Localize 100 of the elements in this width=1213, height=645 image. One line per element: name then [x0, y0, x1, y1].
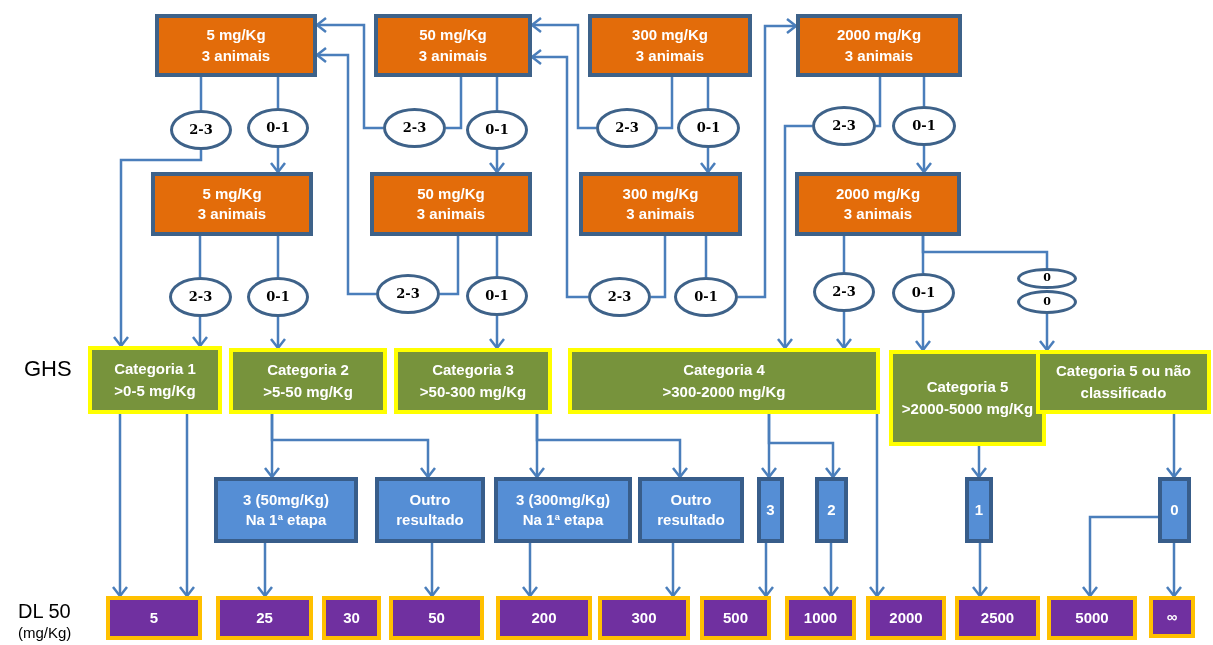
node-text: 300 mg/Kg [632, 25, 708, 46]
node-text: 2-3 [607, 288, 632, 306]
row-label: GHS [24, 356, 72, 382]
node-text: 0 [1043, 294, 1051, 310]
result-oval [892, 106, 956, 146]
dose-box [795, 172, 961, 236]
result-oval [674, 277, 738, 317]
connector-line [495, 77, 499, 110]
node-text: >50-300 mg/Kg [419, 382, 527, 402]
node-text: 3 animais [626, 204, 695, 224]
connector-line [704, 236, 708, 277]
node-text: 2-3 [188, 288, 213, 306]
category-box [568, 348, 880, 414]
outcome-box [375, 477, 485, 543]
node-text: 3 animais [843, 204, 913, 224]
node-text: 2-3 [189, 121, 213, 139]
connector-line [876, 77, 882, 128]
result-oval [169, 277, 232, 317]
connector-line [276, 236, 280, 277]
result-oval [376, 274, 440, 314]
result-oval [813, 272, 875, 312]
node-text: 0-1 [912, 117, 936, 135]
outcome-box [757, 477, 784, 543]
category-box [88, 346, 222, 414]
arrow [488, 150, 506, 174]
connector-line [922, 77, 926, 106]
dose-box [370, 172, 532, 236]
node-text: 2-3 [832, 283, 856, 301]
arrow [915, 146, 933, 174]
arrow [178, 414, 196, 598]
node-text: 300 [631, 607, 657, 628]
node-text: >2000-5000 mg/Kg [901, 399, 1034, 419]
arrow [1165, 543, 1183, 598]
node-text: Na 1ª etapa [522, 510, 604, 530]
node-text: 2000 [889, 607, 923, 628]
result-oval [892, 273, 955, 313]
result-oval [812, 106, 876, 146]
node-text: 0-1 [266, 288, 290, 306]
node-text: 0-1 [485, 121, 509, 139]
ld50-box [700, 596, 771, 640]
connector-line [706, 77, 710, 108]
node-text: Categoria 3 [432, 359, 514, 380]
node-text: 0 [1043, 271, 1051, 286]
connector-line [921, 236, 1049, 268]
node-text: >5-50 mg/Kg [263, 382, 353, 402]
node-text: 2-3 [615, 119, 639, 137]
result-oval [1017, 268, 1077, 289]
arrow [423, 543, 441, 598]
node-text: Categoria 4 [683, 359, 765, 380]
ld50-box [1149, 596, 1195, 638]
result-oval [247, 108, 309, 148]
arrow [535, 414, 689, 479]
arrow [1165, 414, 1183, 479]
outcome-box [214, 477, 358, 543]
row-label: DL 50 [18, 600, 71, 623]
node-text: Categoria 1 [114, 358, 196, 379]
category-box [229, 348, 387, 414]
dose-box [151, 172, 313, 236]
result-oval [170, 110, 232, 150]
connector-line [199, 77, 203, 110]
result-oval [247, 277, 309, 317]
connector-line [658, 77, 674, 130]
node-text: 5000 [1075, 607, 1109, 628]
node-text: 3 animais [201, 45, 271, 66]
row-label: (mg/Kg) [18, 624, 72, 641]
node-text: ∞ [1166, 606, 1178, 627]
node-text: 3 animais [416, 204, 486, 224]
arrow [914, 313, 932, 352]
node-text: 2-3 [832, 117, 856, 135]
ld50-box [496, 596, 592, 640]
category-box [394, 348, 552, 414]
dose-box [579, 172, 742, 236]
arrow [269, 148, 287, 174]
node-text: 5 [149, 607, 159, 628]
outcome-box [815, 477, 848, 543]
node-text: 50 mg/Kg [417, 183, 485, 204]
node-text: 0-1 [694, 288, 718, 306]
node-text: 0-1 [266, 119, 290, 137]
result-oval [466, 110, 528, 150]
connector-line [495, 236, 499, 276]
node-text: 3 animais [844, 45, 914, 66]
node-text: 2-3 [396, 285, 420, 303]
arrow [822, 543, 840, 598]
node-text: 300 mg/Kg [622, 183, 699, 204]
arrow [191, 317, 209, 348]
node-text: Outro resultado [656, 489, 726, 530]
connector-line [842, 236, 846, 272]
dose-box [588, 14, 752, 77]
arrow [256, 543, 274, 598]
node-text: 2500 [980, 607, 1015, 628]
connector-line [651, 236, 667, 299]
arrow [738, 17, 798, 299]
arrow [1038, 314, 1056, 352]
arrow [270, 414, 437, 479]
arrow [111, 414, 129, 598]
node-text: Categoria 5 [926, 376, 1009, 397]
node-text: >0-5 mg/Kg [114, 381, 196, 401]
node-text: 5 mg/Kg [206, 25, 266, 46]
node-text: 5 mg/Kg [202, 183, 262, 204]
node-text: 0 [1170, 499, 1179, 520]
